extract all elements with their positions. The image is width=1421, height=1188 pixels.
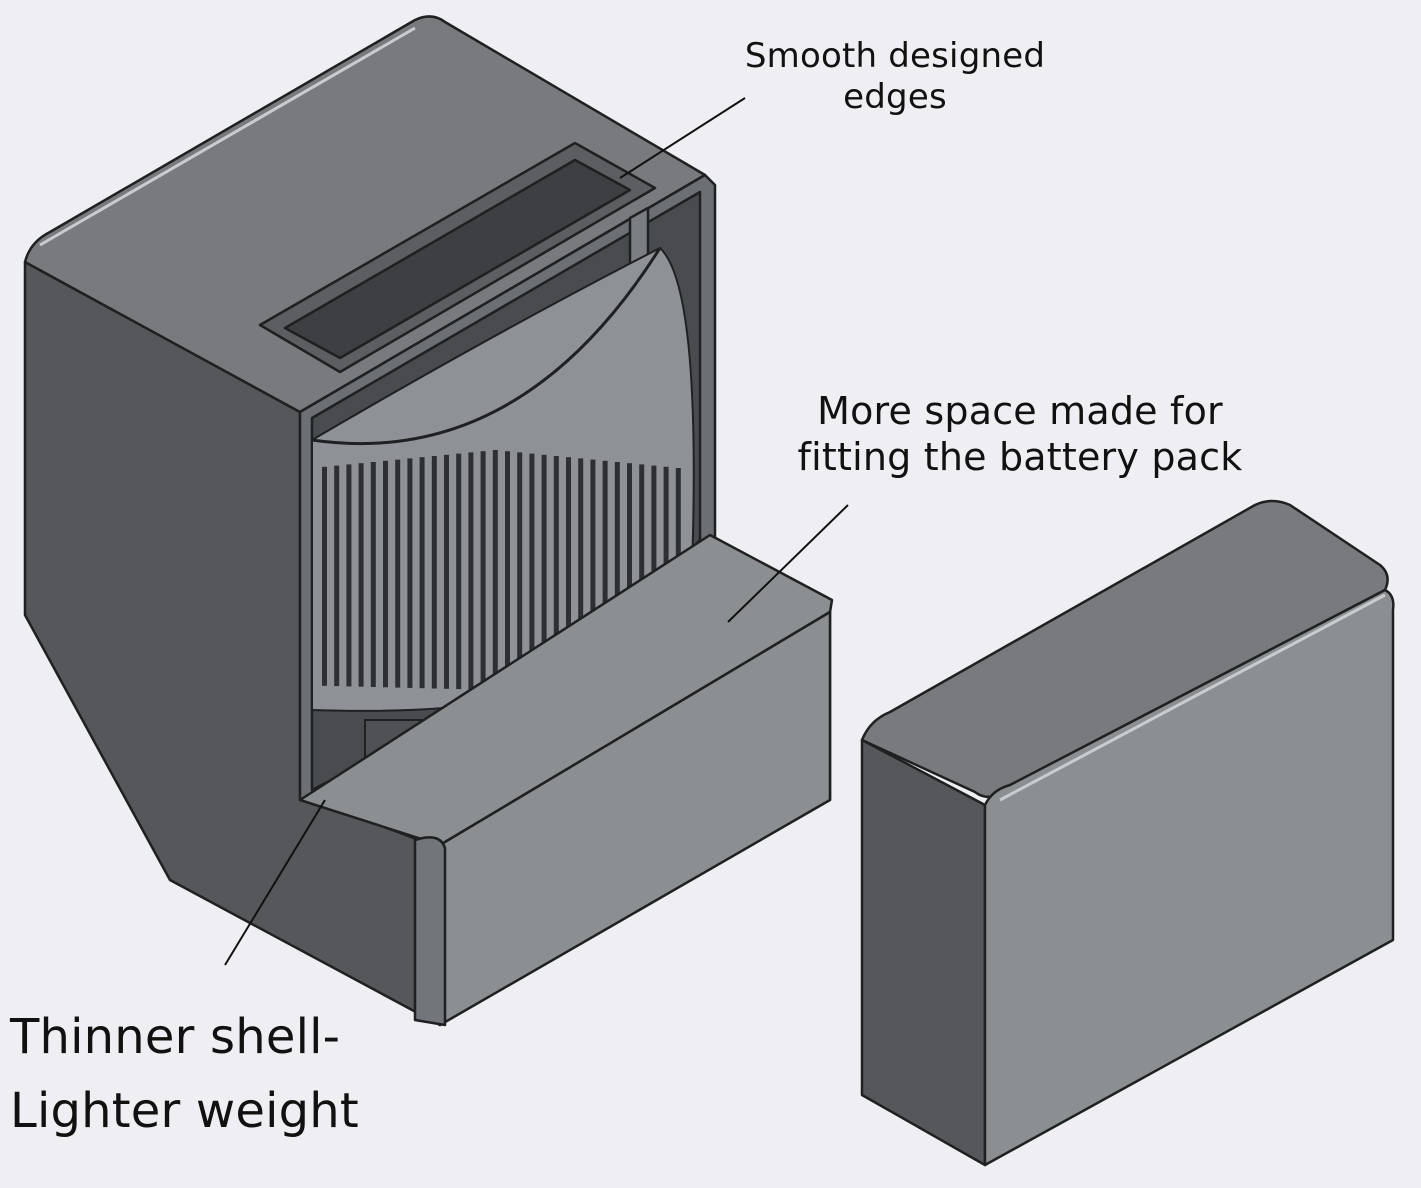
annotation-battery-space-line1: More space made for xyxy=(817,389,1223,433)
annotation-thinner-shell-line1: Thinner shell- xyxy=(10,1009,341,1065)
pack-edge-highlight xyxy=(999,593,1386,802)
grille-slot xyxy=(480,451,486,690)
annotation-thinner-shell-line2: Lighter weight xyxy=(10,1083,359,1140)
grille-slot xyxy=(346,464,352,687)
top-edge-highlight xyxy=(39,26,416,247)
grille-slot xyxy=(456,453,462,690)
grille-slot xyxy=(395,459,401,688)
grille-slot xyxy=(492,450,498,690)
grille-slot xyxy=(322,466,327,686)
annotation-smooth-edges-line2: edges xyxy=(843,77,947,118)
tray-corner xyxy=(413,836,447,1027)
grille-slot xyxy=(444,454,449,689)
grille-slot xyxy=(578,458,584,688)
grille-slot xyxy=(383,460,388,688)
grille-slot xyxy=(419,457,425,689)
annotation-battery-space: More space made for fitting the battery … xyxy=(760,388,1280,481)
grille-slot xyxy=(517,452,523,690)
annotation-thinner-shell: Thinner shell- Lighter weight xyxy=(10,1000,410,1149)
grille-slot xyxy=(566,457,571,689)
grille-slot xyxy=(334,465,340,687)
grille-slot xyxy=(602,460,608,688)
annotation-smooth-edges-line1: Smooth designed xyxy=(744,36,1046,76)
grille-slot xyxy=(614,462,620,687)
top-vent-slot-inner xyxy=(283,158,632,360)
grille-rim xyxy=(311,247,662,445)
grille-slot xyxy=(627,463,632,687)
grille-slot xyxy=(358,463,364,687)
grille-slot xyxy=(553,456,559,689)
leader-thinner-shell xyxy=(224,799,326,966)
grille-slot xyxy=(468,452,474,690)
annotation-smooth-edges: Smooth designed edges xyxy=(690,36,1100,119)
leader-smooth-edges xyxy=(619,97,746,179)
pack-left-face xyxy=(860,738,987,1167)
grille-slot xyxy=(431,456,437,689)
battery-pack xyxy=(860,499,1395,1167)
grille-slot xyxy=(541,454,547,689)
battery-tray xyxy=(298,533,834,1027)
enclosure-top-face xyxy=(23,15,707,414)
pack-front-face xyxy=(983,588,1395,1167)
grille-slot xyxy=(407,458,413,688)
leader-battery-space xyxy=(727,504,849,623)
grille-slot xyxy=(370,462,376,687)
grille-slot xyxy=(505,451,510,690)
grille-slot xyxy=(529,453,535,690)
grille-slot xyxy=(590,459,596,688)
grille-slot xyxy=(639,464,645,687)
tray-top-rim xyxy=(298,533,834,847)
leader-lines xyxy=(224,97,849,966)
annotation-battery-space-line2: fitting the battery pack xyxy=(797,435,1243,480)
